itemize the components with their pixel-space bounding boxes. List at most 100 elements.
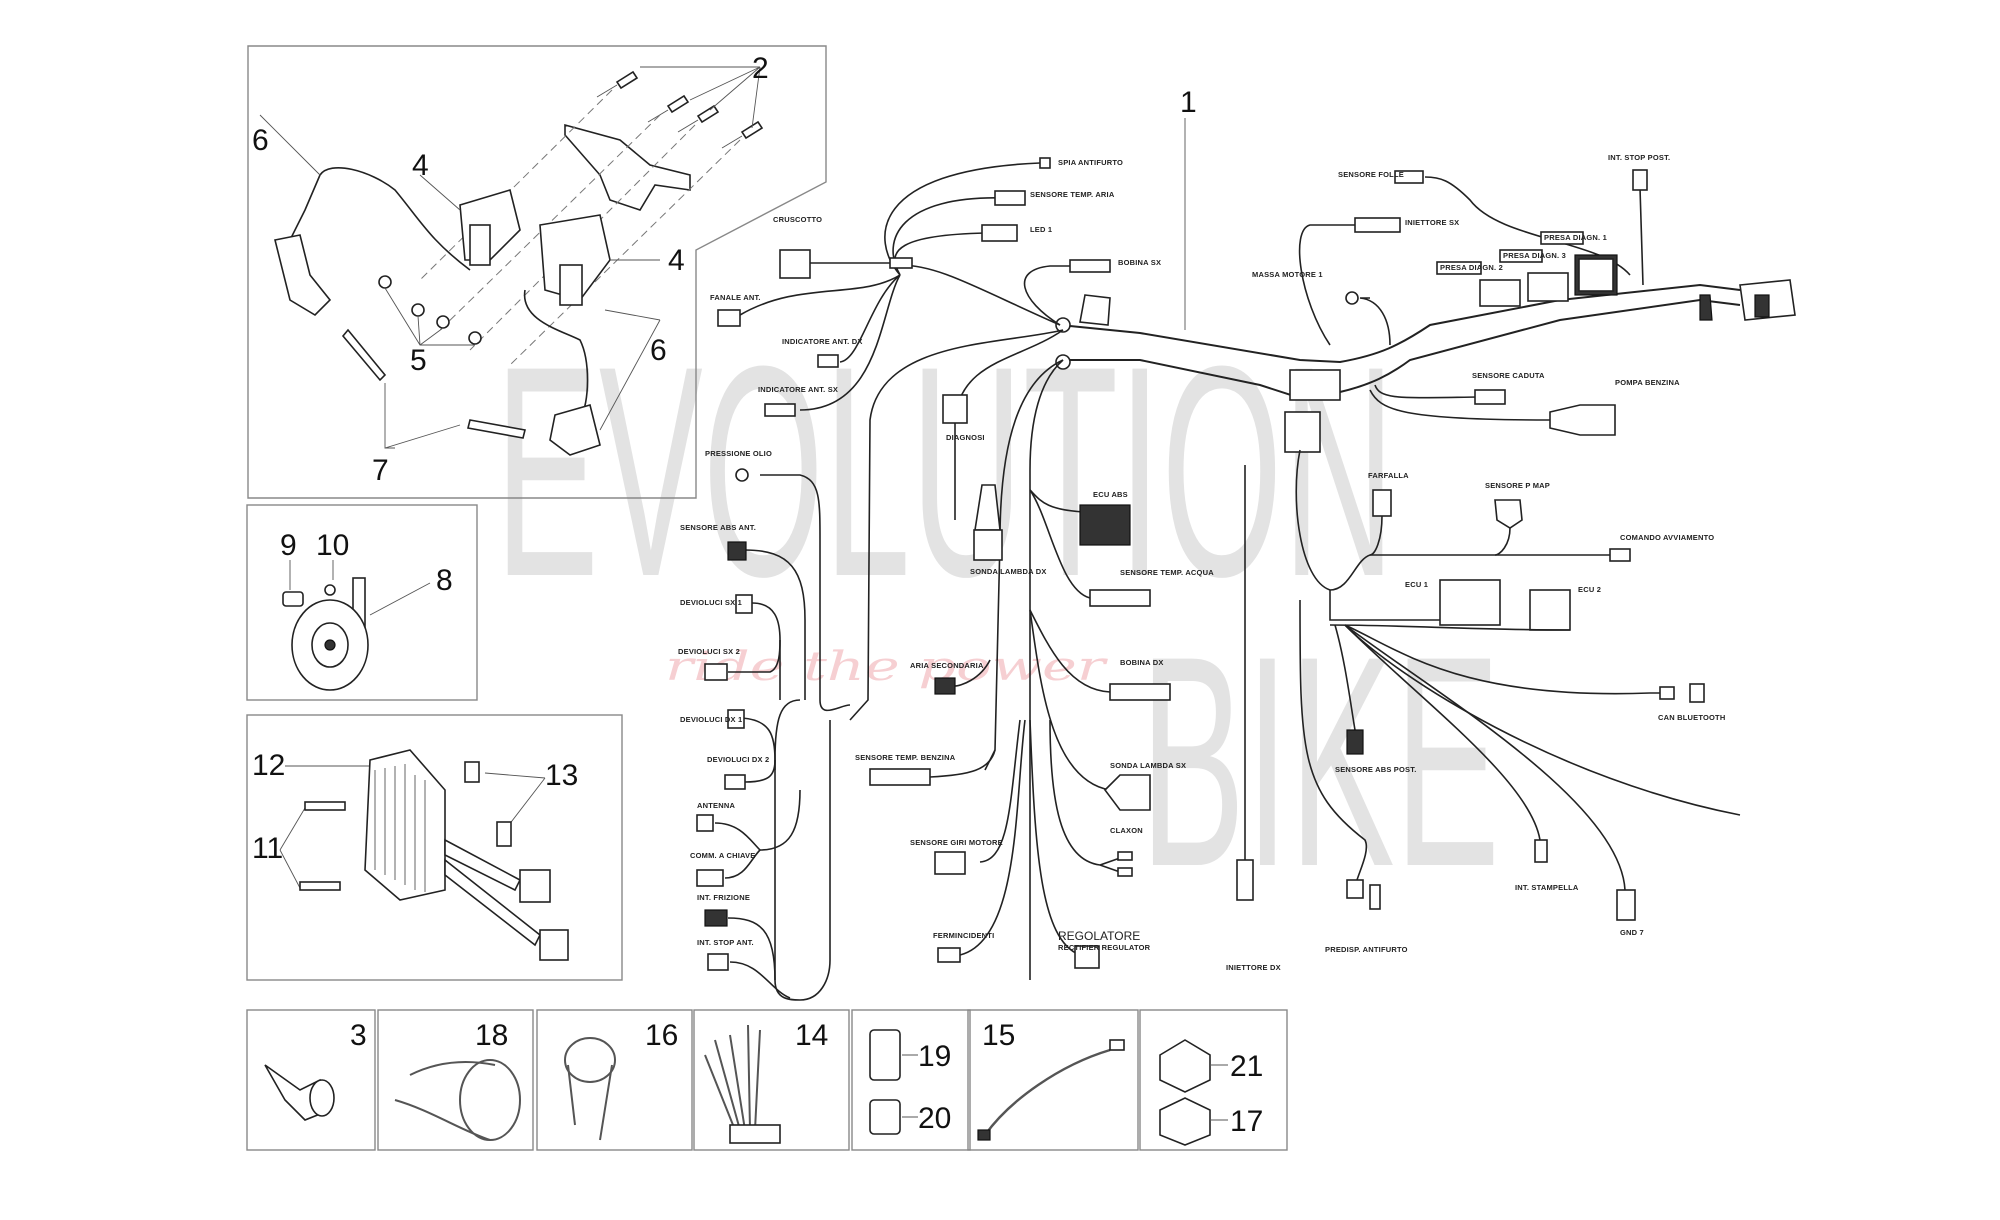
ecu-abs-icon [1079,504,1131,546]
fuse-holder-icon [1479,279,1521,307]
connector-icon [934,677,956,695]
label-int-frizione: INT. FRIZIONE [697,893,750,902]
clip-icon [496,821,512,847]
plug-cap-icon [549,404,601,456]
label-sensore-p-map: SENSORE P MAP [1485,481,1550,490]
box-caps [1139,1009,1288,1151]
label-int-stop-ant: INT. STOP ANT. [697,938,754,947]
group-horn: 9 10 8 [246,504,478,701]
fuse-holder-icon [1527,272,1569,302]
injector-icon [1236,859,1254,901]
label-fusibili-3: PRESA DIAGN. 3 [1503,251,1566,260]
label-predisp-antifurto: PREDISP. ANTIFURTO [1325,945,1408,954]
label-iniettore-sx: INIETTORE SX [1405,218,1459,227]
connector-icon [942,394,968,424]
watermark-brand-line2: BIKE [1140,593,1500,929]
group-ignition-coils: 2 4 4 5 6 6 [247,45,827,499]
label-iniettore-dx: INIETTORE DX [1226,963,1281,972]
box-horn [246,504,478,701]
callout-19: 19 [918,1040,951,1073]
box-cable-18 [377,1009,534,1151]
cable-icon [564,1037,616,1083]
callout-21: 21 [1230,1050,1263,1083]
label-pompa-benzina: POMPA BENZINA [1615,378,1680,387]
connector-icon [696,814,714,832]
callout-6b: 6 [650,334,667,367]
fuse-box-icon [1289,369,1341,401]
ring-terminal-icon [735,468,749,482]
callout-4b: 4 [668,244,685,277]
label-ecu-abs: ECU ABS [1093,490,1128,499]
ecu-2-icon [1529,589,1571,631]
cap-icon-17 [1159,1097,1211,1146]
sub-harness-icon [704,1024,761,1131]
label-regolatore-sub: RECTIFIER REGULATOR [1058,943,1151,952]
label-sonda-lambda-dx: SONDA LAMBDA DX [970,567,1047,576]
connector-icon [1474,389,1506,405]
connector-icon [981,224,1018,242]
connector-icon [724,774,746,790]
callout-9: 9 [280,529,297,562]
label-devioluci-dx-2: DEVIOLUCI DX 2 [707,755,769,764]
label-claxon: CLAXON [1110,826,1143,835]
label-can-bluetooth: CAN BLUETOOTH [1658,713,1725,722]
connector-icon [696,869,724,887]
label-fusibili-1: PRESA DIAGN. 1 [1544,233,1607,242]
connector-icon [779,249,811,279]
callout-16: 16 [645,1019,678,1052]
connector-icon [1609,548,1631,562]
abs-sensor-icon [1346,729,1364,755]
label-sensore-giri-motore: SENSORE GIRI MOTORE [910,838,1003,847]
callout-2: 2 [752,52,769,85]
connector-icon [1372,489,1392,517]
label-gnd-7: GND 7 [1620,928,1644,937]
label-devioluci-sx-1: DEVIOLUCI SX 1 [680,598,742,607]
clip-icon [464,761,480,783]
connector-icon [1346,879,1364,899]
callout-1: 1 [1180,86,1197,119]
label-cruscotto: CRUSCOTTO [773,215,822,224]
connector-icon [1039,157,1051,169]
callout-3: 3 [350,1019,367,1052]
label-bobina-dx: BOBINA DX [1120,658,1164,667]
label-diagnosi: DIAGNOSI [946,433,985,442]
connector-icon [1369,884,1381,910]
label-fusibili-2: PRESA DIAGN. 2 [1440,263,1503,272]
connector-icon [1659,686,1675,700]
connector-icon [1394,170,1424,184]
label-regolatore: REGOLATORE [1058,929,1140,943]
connector-icon [817,354,839,368]
label-indicatore-ant-dx: INDICATORE ANT. DX [782,337,863,346]
bolt-icon [304,801,346,811]
cap-icon-21 [1159,1039,1211,1093]
connector-icon [1616,889,1636,921]
connector-icon [707,953,729,971]
callout-8: 8 [436,564,453,597]
callout-14: 14 [795,1019,828,1052]
connector-icon [764,403,796,417]
label-comm-a-chiave: COMM. A CHIAVE [690,851,755,860]
box-key [246,1009,376,1151]
label-sensore-temp-acqua: SENSORE TEMP. ACQUA [1120,568,1214,577]
callout-12: 12 [252,749,285,782]
bracket-icon [564,123,691,211]
fuel-pump-connector-icon [1549,404,1616,436]
label-sensore-folle: SENSORE FOLLE [1338,170,1404,179]
label-int-stop-post: INT. STOP POST. [1608,153,1670,162]
connector-icon [717,309,741,327]
spark-plug-icon [341,328,526,439]
label-sensore-abs-ant: SENSORE ABS ANT. [680,523,756,532]
connector-icon [1069,259,1111,273]
bolt-icon [299,881,341,891]
label-ferminciden: FERMINCIDENTI [933,931,994,940]
washer-icon [324,584,336,596]
label-indicatore-ant-sx: INDICATORE ANT. SX [758,385,838,394]
connector-icon [735,594,753,614]
box-cable-16 [536,1009,693,1151]
label-sensore-temp-aria: SENSORE TEMP. ARIA [1030,190,1115,199]
box-harness-14 [693,1009,850,1151]
rectifier-regulator-icon [364,749,446,901]
connector-icon [704,909,728,927]
label-devioluci-sx-2: DEVIOLUCI SX 2 [678,647,740,656]
